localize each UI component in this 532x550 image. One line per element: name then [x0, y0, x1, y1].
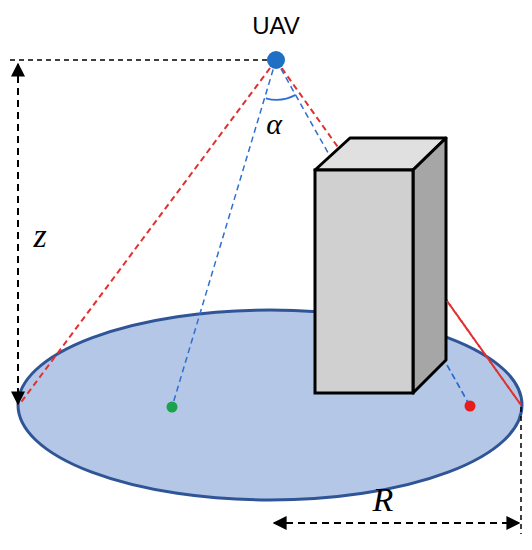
building-side [413, 138, 446, 393]
uav-dot [267, 51, 285, 69]
building-front [315, 170, 413, 393]
sight-line [276, 60, 470, 406]
cone-edge [447, 301, 521, 405]
height-reference [10, 59, 272, 61]
uav-label: UAV [252, 14, 300, 38]
radius-reference [520, 407, 522, 534]
blocked-user [465, 401, 476, 412]
radius-arrow [274, 522, 519, 524]
cone-edge [276, 60, 521, 405]
angle-arc [266, 95, 296, 100]
height-arrow [17, 64, 19, 404]
height-label: z [33, 219, 46, 253]
sight-line [447, 365, 470, 406]
radius-label: R [373, 483, 394, 517]
cone-edge [19, 60, 276, 405]
angle-label: α [266, 109, 282, 139]
sight-line [172, 60, 276, 407]
visible-user [167, 402, 178, 413]
